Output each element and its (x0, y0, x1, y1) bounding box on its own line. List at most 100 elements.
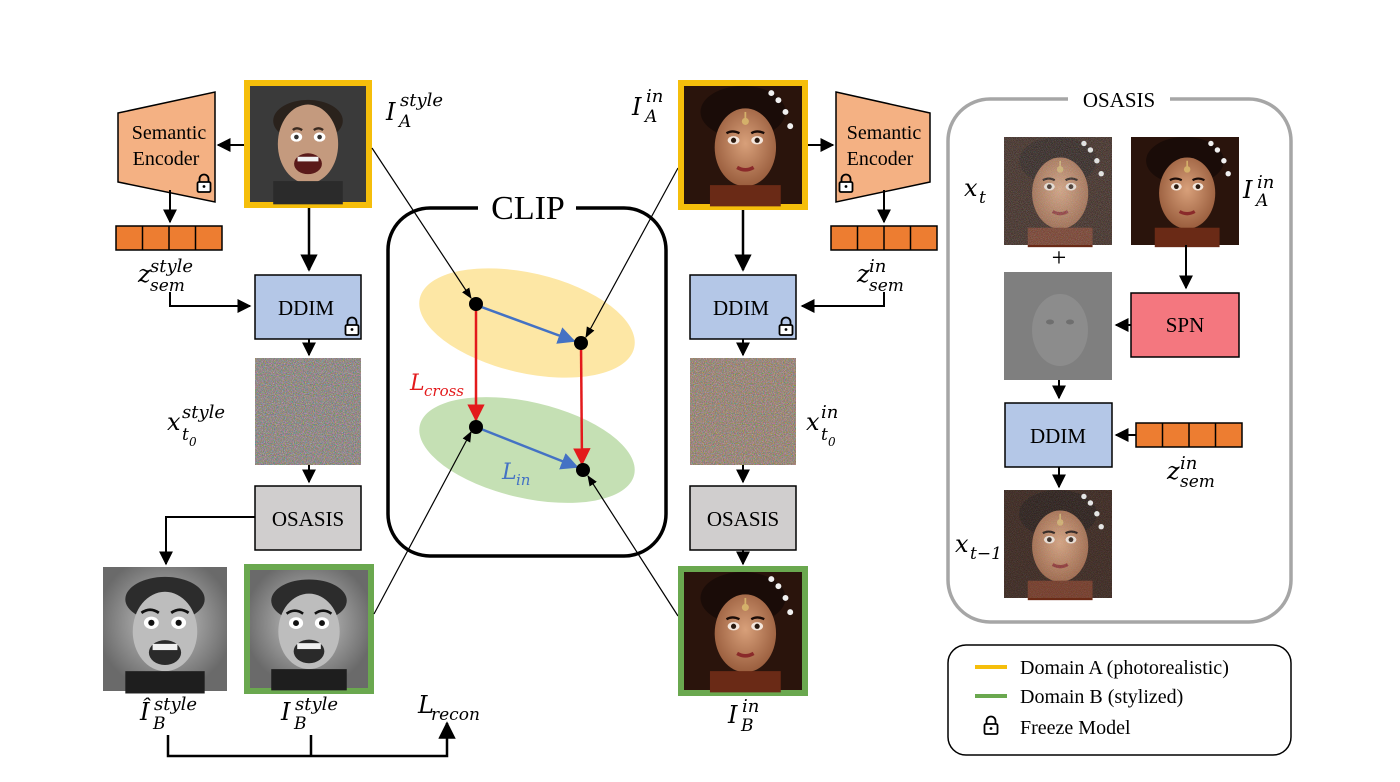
svg-text:A: A (1254, 191, 1268, 211)
svg-text:z: z (137, 260, 151, 288)
noise-image-x-t0-style (255, 358, 361, 465)
svg-text:style: style (295, 694, 338, 715)
point-i-b-style (469, 420, 483, 434)
legend-domain-a: Domain A (photorealistic) (1020, 657, 1229, 679)
arrow-i-b-in-to-clip (587, 475, 679, 617)
label-x-t: x t (964, 174, 986, 208)
osasis-panel: OSASIS x t I in A + SPN (946, 86, 1293, 624)
image-i-a-in (678, 80, 808, 210)
arrow-i-a-style-to-clip (371, 147, 472, 299)
image-i-b-hat-style (101, 565, 229, 695)
osasis-right: OSASIS (689, 485, 797, 551)
svg-text:x: x (167, 408, 181, 436)
svg-text:SPN: SPN (1166, 313, 1205, 337)
legend-freeze: Freeze Model (1020, 717, 1131, 739)
image-i-a-in-panel (1129, 135, 1241, 249)
svg-text:L: L (417, 691, 434, 719)
arrow-in-direction-a (475, 303, 576, 344)
image-i-b-in (678, 566, 808, 696)
svg-text:DDIM: DDIM (278, 296, 334, 320)
label-i-a-in-panel: I in A (1242, 172, 1274, 211)
svg-text:x: x (955, 530, 969, 558)
svg-text:recon: recon (431, 705, 480, 725)
latent-z-sem-in-panel (1135, 422, 1243, 448)
image-x-t-minus-1 (1002, 488, 1114, 602)
image-i-b-style (244, 564, 374, 694)
svg-text:t−1: t−1 (970, 544, 1002, 564)
legend-domain-b: Domain B (stylized) (1020, 686, 1183, 708)
encoder-left-label-1: Semantic (132, 122, 207, 144)
svg-text:t: t (182, 425, 189, 445)
svg-text:t: t (979, 188, 986, 208)
svg-text:DDIM: DDIM (713, 296, 769, 320)
noise-image-x-t0-in (690, 358, 796, 465)
arrow-in-direction-b (475, 425, 579, 470)
encoder-left-label-2: Encoder (133, 148, 200, 170)
svg-text:t: t (821, 425, 828, 445)
label-z-sem-in-panel: z in sem (1166, 453, 1215, 492)
ddim-panel: DDIM (1004, 402, 1113, 468)
svg-text:in: in (516, 471, 530, 489)
encoder-right-label-1: Semantic (847, 122, 922, 144)
semantic-encoder-right: Semantic Encoder (835, 91, 931, 203)
svg-text:x: x (964, 174, 978, 202)
recon-bracket (166, 721, 456, 758)
svg-text:style: style (400, 90, 443, 111)
osasis-panel-title: OSASIS (1083, 88, 1155, 112)
image-i-a-style (244, 80, 372, 208)
label-z-sem-style: z style sem (137, 256, 193, 296)
arrow-latent-to-ddim-left (169, 292, 252, 313)
svg-text:sem: sem (1180, 472, 1215, 492)
label-x-t0-style: x style t 0 (167, 402, 225, 449)
plus-sign: + (1052, 243, 1067, 272)
latent-z-sem-style (115, 225, 223, 251)
spn-box: SPN (1130, 292, 1240, 358)
svg-text:z: z (856, 260, 870, 288)
svg-text:I: I (727, 701, 738, 729)
label-x-t-minus-1: x t−1 (955, 530, 1002, 564)
svg-text:style: style (182, 402, 225, 423)
arrow-osasis-to-output-left (159, 516, 255, 566)
label-l-cross: L cross (409, 371, 464, 400)
label-l-in: L in (501, 460, 530, 489)
svg-text:I: I (385, 98, 396, 126)
arrow-i-a-in-to-clip (585, 167, 679, 338)
arrow-i-b-style-to-clip (373, 431, 472, 615)
svg-text:DDIM: DDIM (1030, 424, 1086, 448)
svg-text:in: in (646, 86, 663, 107)
legend: Domain A (photorealistic) Domain B (styl… (947, 644, 1292, 756)
svg-text:B: B (293, 714, 307, 734)
label-i-a-in: I in A (631, 86, 663, 127)
clip-box: CLIP L cross L in (386, 190, 668, 558)
svg-text:OSASIS: OSASIS (272, 507, 344, 531)
label-i-b-style: I style B (280, 694, 338, 734)
ddim-right: DDIM (689, 274, 797, 340)
ddim-left: DDIM (254, 274, 362, 340)
svg-text:cross: cross (424, 382, 464, 400)
label-x-t0-in: x in t 0 (806, 402, 838, 449)
clip-title: CLIP (491, 190, 565, 227)
svg-text:B: B (740, 716, 754, 736)
svg-text:in: in (1257, 172, 1274, 193)
svg-text:I: I (1242, 176, 1253, 204)
svg-text:sem: sem (150, 276, 185, 296)
svg-text:A: A (397, 112, 411, 132)
arrow-cross-right (573, 342, 591, 466)
point-i-a-in (574, 336, 588, 350)
svg-text:OSASIS: OSASIS (707, 507, 779, 531)
point-i-b-in (576, 463, 590, 477)
svg-text:L: L (501, 460, 517, 485)
image-x-t (1002, 135, 1114, 249)
label-l-recon: L recon (417, 691, 480, 725)
svg-text:style: style (154, 694, 197, 715)
svg-text:x: x (806, 408, 820, 436)
svg-text:style: style (150, 256, 193, 277)
svg-text:in: in (1180, 453, 1197, 474)
svg-text:in: in (821, 402, 838, 423)
osasis-left: OSASIS (254, 485, 362, 551)
svg-text:z: z (1166, 457, 1180, 485)
image-structure (1004, 272, 1112, 380)
svg-text:in: in (869, 256, 886, 277)
svg-text:Î: Î (139, 697, 151, 726)
